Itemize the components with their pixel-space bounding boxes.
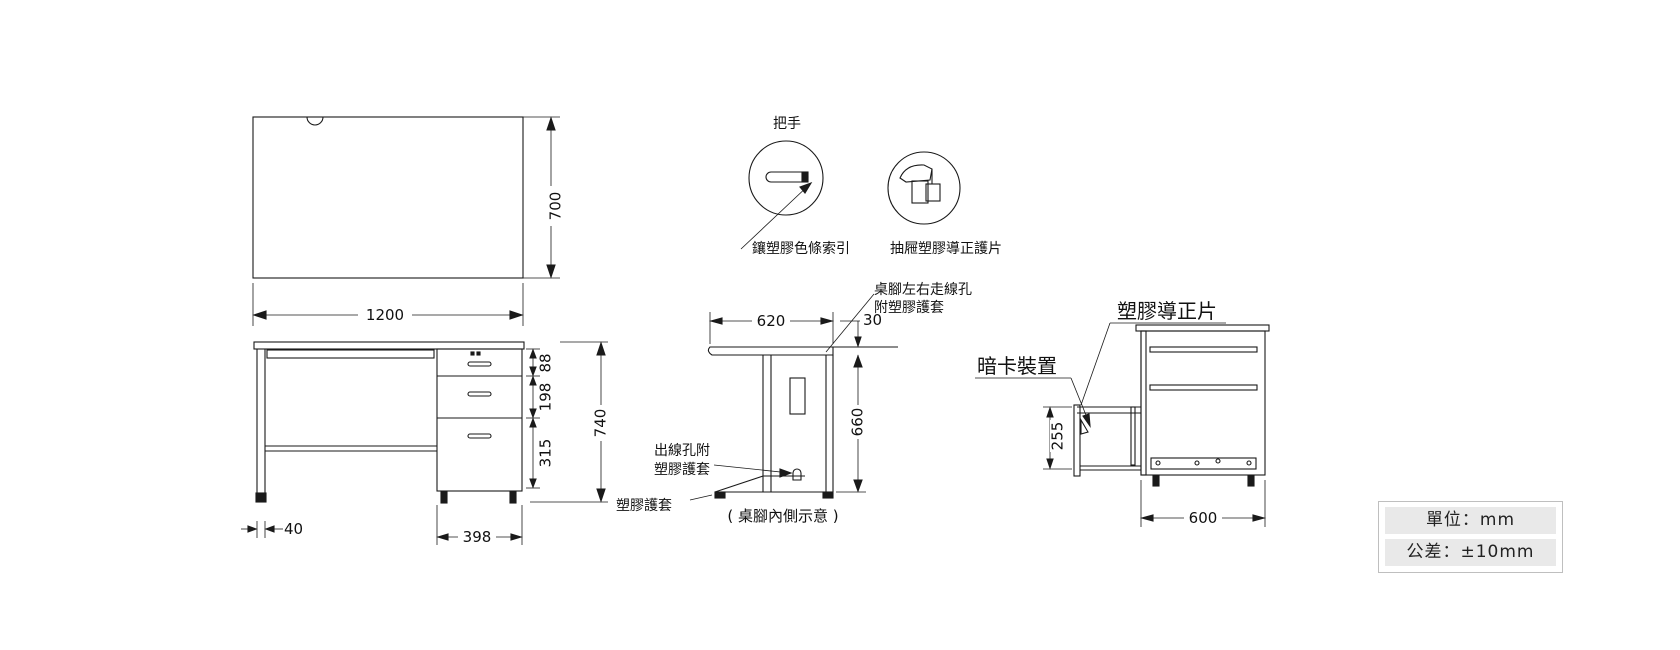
keyboard-tray [266,349,435,359]
drawer-315-label: 315 [537,439,555,468]
handle-detail: 把手 鑲塑膠色條索引 [740,116,850,257]
pedestal-398-label: 398 [463,528,492,546]
front-desktop [253,341,525,350]
units-legend: 單位：mm 公差：±10mm [1378,501,1563,573]
height-740-label: 740 [592,409,610,438]
drawer-88-label: 88 [537,353,555,372]
desktop-outline [252,116,524,279]
cable-hole-label-line2: 塑膠護套 [654,462,710,478]
section-top [1135,324,1270,332]
width-1200-label: 1200 [366,306,404,324]
side-desktop [707,346,834,356]
section-600-label: 600 [1189,509,1218,527]
handle-strip-label: 鑲塑膠色條索引 [752,240,850,257]
leg-inner-view-label: ( 桌腳內側示意 ) [727,507,838,525]
unit-label: 單位：mm [1385,507,1556,534]
tolerance-label: 公差：±10mm [1385,539,1556,566]
top-30-label: 30 [863,311,882,329]
leg-660-label: 660 [849,408,867,437]
side-view: 620 30 660 桌腳左右走線孔 附塑膠護套 出線孔附 塑膠護套 塑膠護套 … [616,282,972,525]
section-255-label: 255 [1049,422,1067,451]
hidden-lock-label: 暗卡裝置 [977,354,1057,378]
drawer-198-label: 198 [537,383,555,412]
side-620-label: 620 [757,312,786,330]
leg-40-label: 40 [284,520,303,538]
plastic-cover-label: 塑膠護套 [616,498,672,514]
drawer-guide-detail: 抽屜塑膠導正護片 [887,151,1002,257]
depth-700-label: 700 [547,192,565,221]
pedestal-section: 255 600 塑膠導正片 暗卡裝置 [975,299,1270,527]
front-view: 88 198 315 740 40 398 [241,341,610,546]
top-view: 700 1200 [252,116,565,326]
leg-hole-label-line1: 桌腳左右走線孔 [874,282,972,298]
drawer-guide-plate-label: 抽屜塑膠導正護片 [890,241,1002,257]
handle-label: 把手 [773,116,801,132]
leg-hole-label-line2: 附塑膠護套 [874,300,944,316]
grommet-hole [306,116,324,126]
cable-hole-label-line1: 出線孔附 [654,443,710,459]
pedestal-body [436,348,523,492]
plastic-guide-label: 塑膠導正片 [1117,299,1217,323]
